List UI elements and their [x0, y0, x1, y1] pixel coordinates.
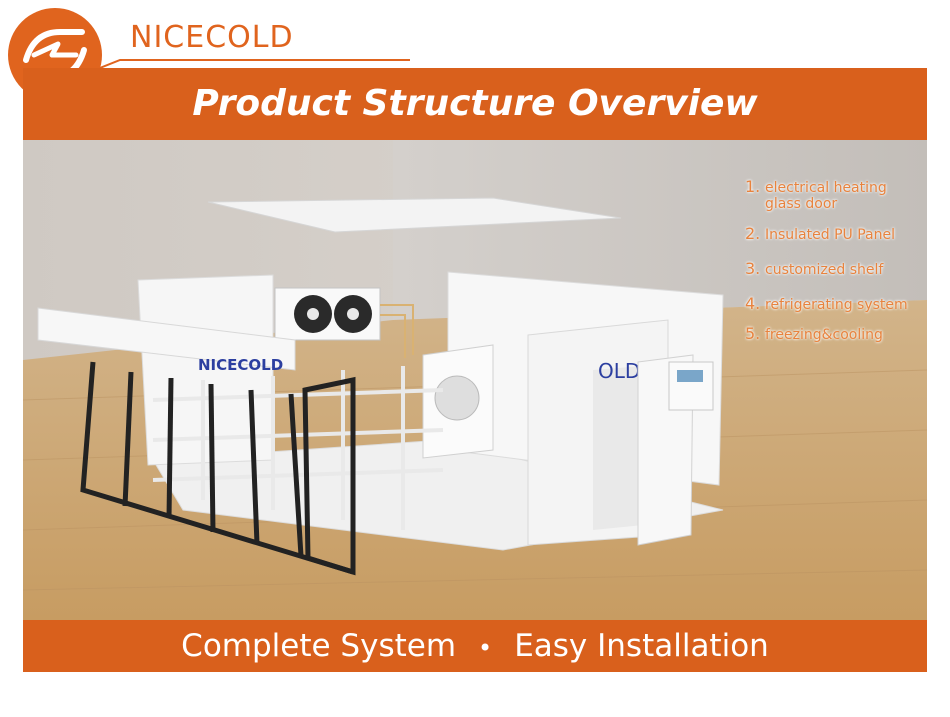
legend-item-3: 3.customized shelf — [745, 259, 884, 278]
legend-item-2: 2.Insulated PU Panel — [745, 224, 895, 243]
legend-item-4: 4.refrigerating system — [745, 294, 908, 313]
legend-item-5: 5.freezing&cooling — [745, 324, 883, 343]
footer-separator: • — [478, 634, 493, 662]
product-logo-text: NICECOLD — [198, 356, 283, 374]
brand-name: NICECOLD — [130, 20, 294, 55]
legend-item-1: 1.electrical heating glass door — [745, 177, 887, 212]
footer-left-text: Complete System — [181, 628, 457, 664]
footer-banner: Complete System • Easy Installation — [23, 620, 927, 672]
title-banner: Product Structure Overview — [23, 68, 927, 140]
footer-right-text: Easy Installation — [514, 628, 769, 664]
thermostat-icon — [668, 361, 714, 411]
fan-icon — [274, 287, 381, 341]
footer-text: Complete System • Easy Installation — [23, 620, 927, 672]
product-illustration: OLD NICECOLD — [23, 140, 927, 620]
page-title: Product Structure Overview — [192, 83, 758, 124]
brand-underline — [100, 59, 410, 69]
svg-text:OLD: OLD — [598, 359, 640, 383]
